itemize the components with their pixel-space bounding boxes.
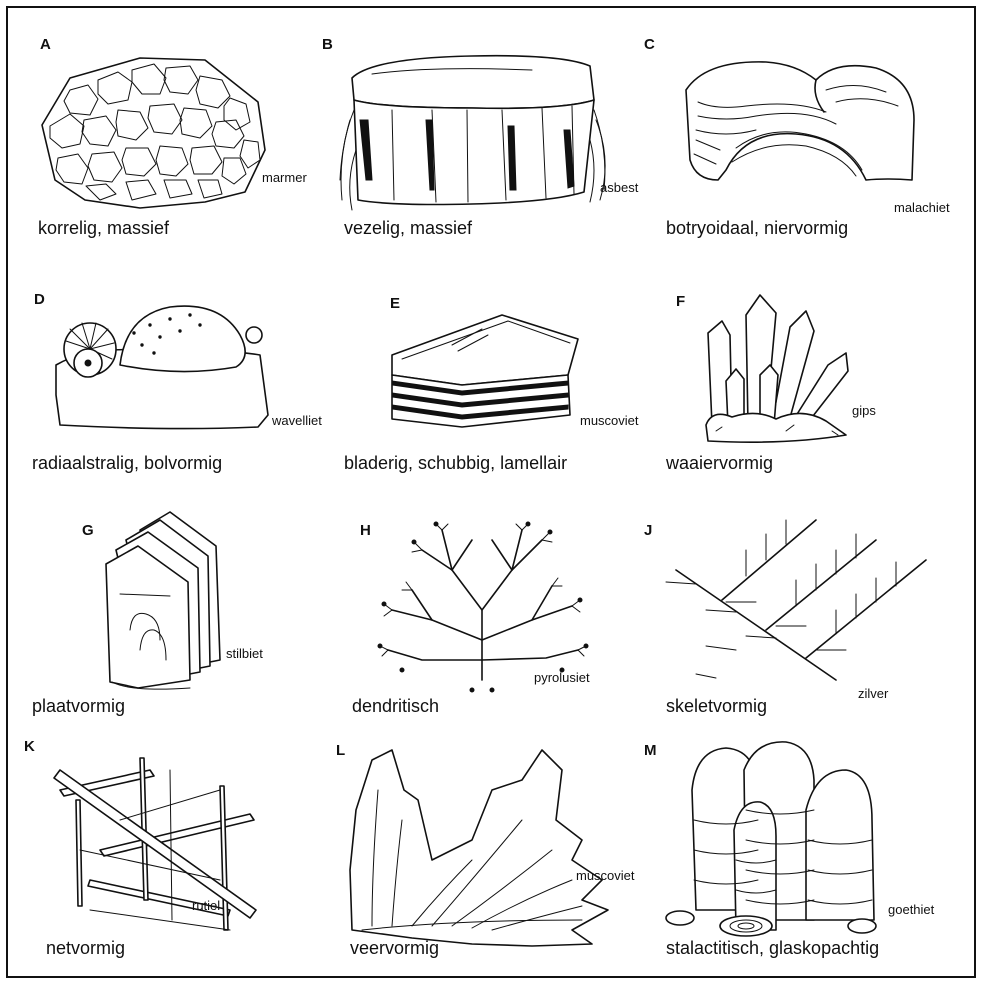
- panel-a: A marmer korre: [30, 30, 330, 260]
- habit-caption: korrelig, massief: [38, 218, 169, 239]
- panel-c: C malachiet botryoidaal, niervormig: [636, 30, 966, 260]
- mineral-name: pyrolusiet: [534, 670, 590, 685]
- mineral-name: muscoviet: [576, 868, 635, 883]
- mineral-name: malachiet: [894, 200, 950, 215]
- mineral-name: muscoviet: [580, 413, 639, 428]
- habit-caption: dendritisch: [352, 696, 439, 717]
- panel-f: F gips waaiervormig: [636, 285, 966, 485]
- mineral-name: stilbiet: [226, 646, 263, 661]
- habit-caption: radiaalstralig, bolvormig: [32, 453, 222, 474]
- panel-l: L muscoviet veervormig: [332, 730, 632, 980]
- habit-caption: plaatvormig: [32, 696, 125, 717]
- habit-caption: skeletvormig: [666, 696, 767, 717]
- habit-caption: veervormig: [350, 938, 439, 959]
- mineral-name: goethiet: [888, 902, 934, 917]
- mineral-name: wavelliet: [272, 413, 322, 428]
- habit-caption: waaiervormig: [666, 453, 773, 474]
- mineral-name: rutiel: [192, 898, 220, 913]
- mineral-name: asbest: [600, 180, 638, 195]
- panel-j: J zilver skeletvormig: [636, 510, 966, 730]
- mineral-name: gips: [852, 403, 876, 418]
- panel-k: K rutiel netvormig: [20, 730, 330, 980]
- habit-caption: bladerig, schubbig, lamellair: [344, 453, 567, 474]
- mineral-name: marmer: [262, 170, 307, 185]
- habit-caption: stalactitisch, glaskopachtig: [666, 938, 879, 959]
- mineral-name: zilver: [858, 686, 888, 701]
- panel-e: E muscoviet bladerig, schubbig, lamellai…: [332, 285, 632, 485]
- panel-g: G stilbiet plaatvormig: [20, 510, 330, 730]
- panel-h: H pyrolusiet dendritisch: [332, 510, 632, 730]
- panel-b: B asbest vezelig, massief: [332, 30, 632, 260]
- habit-caption: botryoidaal, niervormig: [666, 218, 848, 239]
- panel-d: D wavelliet radiaalstralig, bolvormig: [30, 285, 330, 485]
- habit-caption: netvormig: [46, 938, 125, 959]
- habit-caption: vezelig, massief: [344, 218, 472, 239]
- panel-m: M goethiet stalactitisch, glaskopachtig: [636, 730, 966, 980]
